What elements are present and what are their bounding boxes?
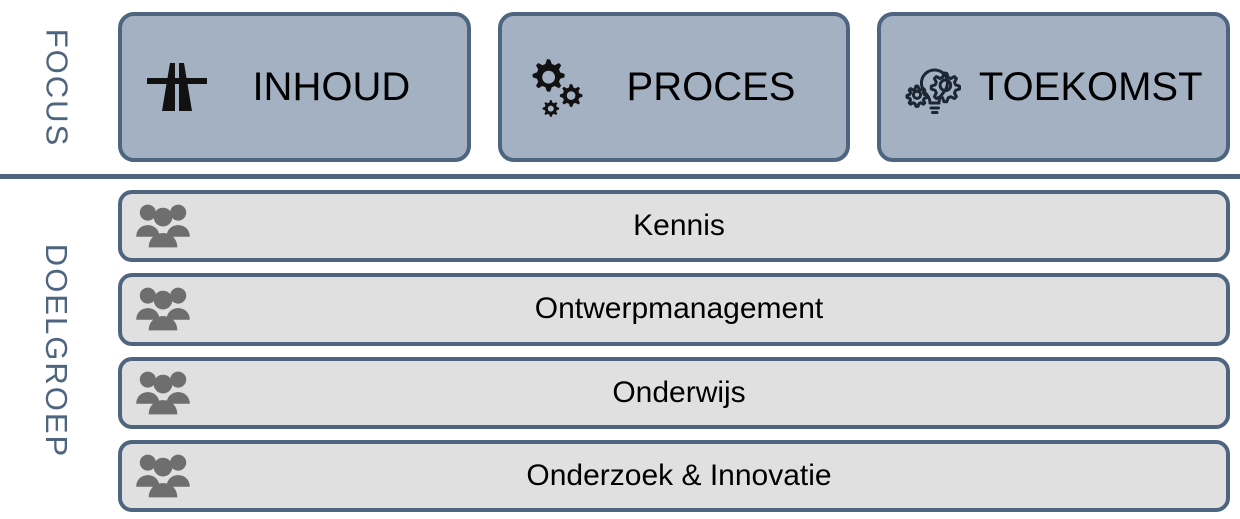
doelgroep-row-kennis-label: Kennis bbox=[633, 209, 725, 243]
people-group-icon bbox=[132, 199, 194, 253]
people-group-icon bbox=[132, 282, 194, 336]
lightbulb-gears-icon bbox=[899, 50, 973, 124]
people-group-icon bbox=[132, 366, 194, 420]
doelgroep-row-list: Kennis Ontwerpmanagement bbox=[118, 190, 1230, 512]
axis-label-focus-text: FOCUS bbox=[39, 28, 74, 148]
focus-card-proces-label: PROCES bbox=[626, 64, 796, 109]
doelgroep-row-onderzoek-innovatie[interactable]: Onderzoek & Innovatie bbox=[118, 439, 1230, 512]
doelgroep-row-onderwijs[interactable]: Onderwijs bbox=[118, 356, 1230, 429]
doelgroep-row-kennis[interactable]: Kennis bbox=[118, 190, 1230, 263]
focus-card-inhoud-label: INHOUD bbox=[252, 64, 411, 109]
axis-label-doelgroep: DOELGROEP bbox=[0, 182, 112, 519]
focus-card-row: INHOUD bbox=[118, 12, 1231, 162]
doelgroep-row-onderwijs-label: Onderwijs bbox=[612, 375, 746, 409]
section-divider bbox=[0, 174, 1240, 179]
gears-icon bbox=[520, 50, 594, 124]
focus-card-toekomst[interactable]: TOEKOMST bbox=[877, 12, 1231, 162]
people-group-icon bbox=[132, 449, 194, 503]
doelgroep-row-ontwerpmanagement[interactable]: Ontwerpmanagement bbox=[118, 273, 1230, 346]
focus-card-toekomst-label: TOEKOMST bbox=[978, 64, 1203, 109]
axis-label-doelgroep-text: DOELGROEP bbox=[39, 243, 75, 458]
axis-label-focus: FOCUS bbox=[0, 0, 112, 176]
doelgroep-row-onderzoek-innovatie-label: Onderzoek & Innovatie bbox=[526, 458, 832, 492]
focus-card-proces[interactable]: PROCES bbox=[497, 12, 851, 162]
doelgroep-row-ontwerpmanagement-label: Ontwerpmanagement bbox=[534, 292, 824, 326]
focus-card-inhoud[interactable]: INHOUD bbox=[118, 12, 471, 162]
highway-icon bbox=[140, 50, 214, 124]
